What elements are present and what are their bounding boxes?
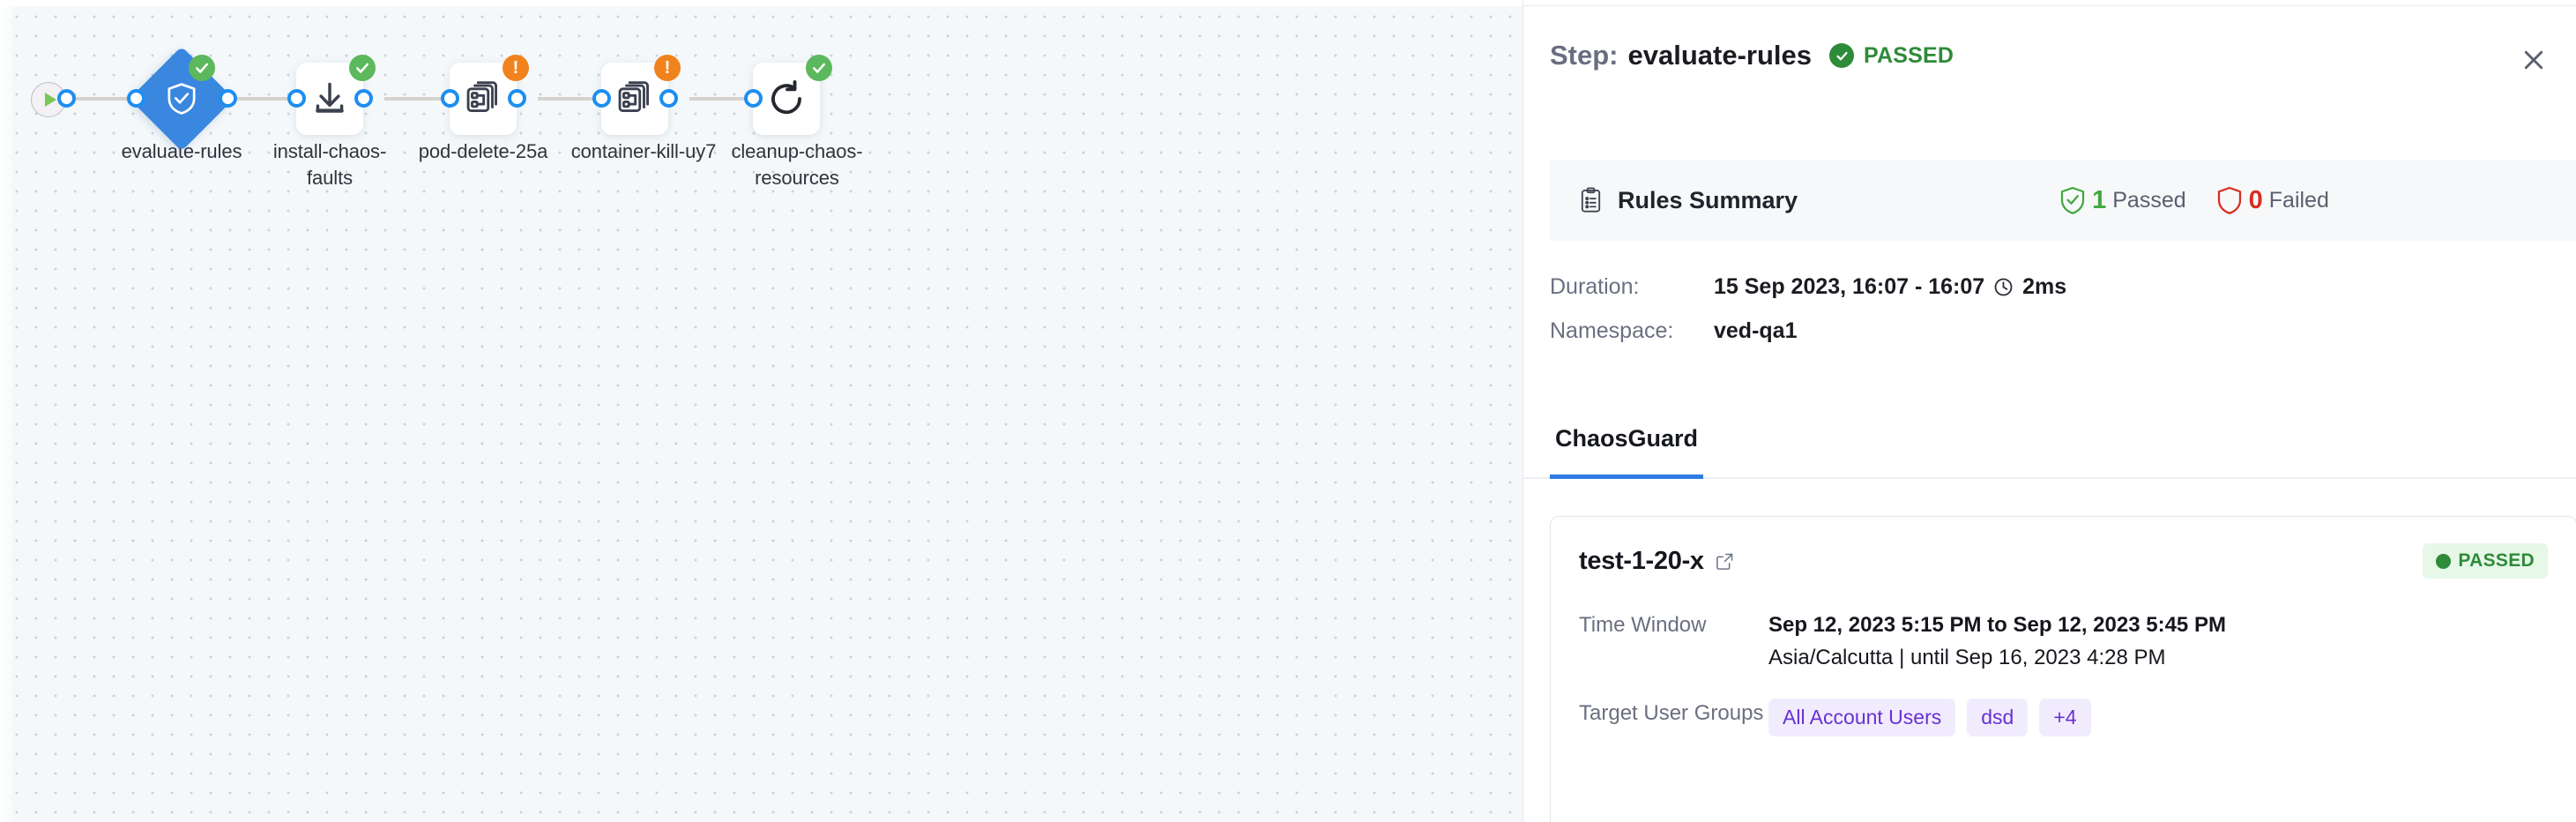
rules-summary-left: Rules Summary: [1579, 187, 1798, 214]
check-icon: [196, 63, 208, 73]
card-detail-rows: Time Window Sep 12, 2023 5:15 PM to Sep …: [1579, 610, 2548, 736]
rules-summary-bar: Rules Summary 1 Passed 0 Failed: [1550, 160, 2576, 241]
edge-install-to-pod-delete: [384, 97, 481, 101]
check-circle-icon: [1829, 43, 1854, 68]
panel-header: Step: evaluate-rules PASSED: [1523, 6, 2576, 105]
card-title: test-1-20-x: [1579, 547, 1734, 576]
port-pod-delete-in[interactable]: [441, 89, 459, 108]
duration-range: 15 Sep 2023, 16:07 - 16:07: [1714, 273, 1985, 299]
user-group-tag[interactable]: dsd: [1967, 699, 2029, 736]
panel-top-divider: [1523, 0, 2576, 6]
shield-check-icon: [168, 83, 196, 115]
check-icon: [356, 63, 369, 73]
chaos-fault-icon: [466, 81, 497, 112]
target-user-groups-label: Target User Groups: [1579, 701, 1764, 725]
namespace-value: ved-qa1: [1714, 318, 1798, 343]
node-evaluate-rules[interactable]: [129, 46, 235, 152]
node-label-container-kill-uy7: container-kill-uy7: [570, 140, 717, 162]
port-container-kill-out[interactable]: [659, 89, 678, 108]
time-window-range: Sep 12, 2023 5:15 PM to Sep 12, 2023 5:4…: [1768, 613, 2226, 637]
port-install-in[interactable]: [287, 89, 306, 108]
close-panel-button[interactable]: [2513, 39, 2555, 81]
rule-status-badge: PASSED: [2423, 543, 2548, 579]
duration-label: Duration:: [1550, 273, 1640, 299]
namespace-label: Namespace:: [1550, 318, 1674, 343]
port-pod-delete-out[interactable]: [508, 89, 526, 108]
node-label-install-chaos-faults: install-chaos-faults: [272, 140, 387, 189]
rules-passed-count: 1 Passed: [2059, 186, 2186, 215]
user-group-tag[interactable]: All Account Users: [1768, 699, 1956, 736]
external-link-icon[interactable]: [1716, 552, 1734, 571]
rules-passed-number: 1: [2092, 185, 2107, 214]
port-start-out[interactable]: [57, 89, 76, 108]
shield-check-icon: [2060, 186, 2085, 214]
edge-container-kill-to-cleanup: [689, 97, 786, 101]
node-status-badge-install-chaos-faults: [349, 55, 376, 81]
node-label-pod-delete-25a: pod-delete-25a: [418, 140, 548, 162]
duration-ms: 2ms: [2022, 273, 2067, 299]
header-status: PASSED: [1829, 43, 1954, 69]
edge-pod-delete-to-container-kill: [538, 97, 633, 101]
node-status-badge-container-kill-uy7: !: [654, 55, 681, 81]
step-name: evaluate-rules: [1627, 40, 1813, 71]
canvas-top-strip: [0, 0, 1523, 6]
panel-title: Step: evaluate-rules: [1550, 40, 1812, 71]
pipeline-canvas[interactable]: evaluate-rules install-chaos-faults: [0, 0, 1523, 822]
rule-name: test-1-20-x: [1579, 546, 1704, 575]
pipeline-node-graph: evaluate-rules install-chaos-faults: [31, 46, 863, 189]
edge-start-to-evaluate-rules: [65, 97, 160, 101]
step-details-panel: Step: evaluate-rules PASSED: [1523, 0, 2576, 822]
time-window-timezone: Asia/Calcutta | until Sep 16, 2023 4:28 …: [1768, 646, 2166, 669]
node-label-cleanup-chaos-resources: cleanup-chaos-resources: [731, 140, 863, 189]
rules-passed-label: Passed: [2112, 187, 2186, 213]
node-status-badge-evaluate-rules: [189, 55, 215, 81]
port-evaluate-rules-in[interactable]: [127, 89, 145, 108]
shield-icon: [2217, 186, 2241, 214]
refresh-icon: [771, 80, 801, 115]
card-header: test-1-20-x PASSED: [1579, 543, 2548, 579]
port-evaluate-rules-out[interactable]: [219, 89, 237, 108]
node-status-badge-cleanup-chaos-resources: [806, 55, 832, 81]
rules-summary-title: Rules Summary: [1618, 186, 1798, 213]
chaos-fault-icon: [618, 81, 649, 112]
rules-failed-count: 0 Failed: [2216, 186, 2329, 215]
check-icon: [813, 63, 825, 73]
exclamation-icon: !: [664, 58, 671, 78]
port-container-kill-in[interactable]: [592, 89, 611, 108]
time-window-label: Time Window: [1579, 613, 1707, 637]
close-icon: [2524, 50, 2543, 70]
card-row-target-user-groups: Target User Groups All Account Users dsd…: [1579, 699, 2548, 736]
port-install-out[interactable]: [354, 89, 373, 108]
clipboard-icon: [1579, 187, 1603, 213]
step-label: Step:: [1550, 40, 1619, 71]
meta-row-duration: Duration: 15 Sep 2023, 16:07 - 16:07 2ms: [1550, 265, 2520, 309]
status-dot-icon: [2436, 553, 2452, 569]
header-status-text: PASSED: [1864, 42, 1954, 68]
time-window-value: Sep 12, 2023 5:15 PM to Sep 12, 2023 5:4…: [1768, 610, 2226, 676]
meta-row-namespace: Namespace: ved-qa1: [1550, 309, 2520, 353]
target-user-groups-value: All Account Users dsd +4: [1768, 699, 2091, 736]
exclamation-icon: !: [512, 58, 519, 78]
user-group-tag-list: All Account Users dsd +4: [1768, 699, 2091, 736]
chaosguard-rule-card: test-1-20-x PASSED Time W: [1550, 516, 2576, 822]
play-icon: [44, 93, 56, 107]
rules-failed-number: 0: [2248, 185, 2263, 214]
edge-evaluate-rules-to-install: [231, 97, 328, 101]
tab-chaosguard[interactable]: ChaosGuard: [1550, 415, 1704, 479]
card-row-time-window: Time Window Sep 12, 2023 5:15 PM to Sep …: [1579, 610, 2548, 676]
rules-failed-label: Failed: [2268, 187, 2329, 213]
duration-value: 15 Sep 2023, 16:07 - 16:07 2ms: [1714, 274, 2066, 300]
user-group-tag-overflow[interactable]: +4: [2039, 699, 2091, 736]
rules-summary-counts: 1 Passed 0 Failed: [2059, 186, 2329, 215]
port-cleanup-in[interactable]: [744, 89, 763, 108]
node-status-badge-pod-delete-25a: !: [503, 55, 529, 81]
clock-icon: [1993, 277, 2014, 297]
rule-status-text: PASSED: [2458, 550, 2535, 571]
step-meta-rows: Duration: 15 Sep 2023, 16:07 - 16:07 2ms…: [1550, 265, 2520, 353]
download-icon: [316, 82, 344, 113]
panel-tabs: ChaosGuard: [1523, 415, 2576, 479]
